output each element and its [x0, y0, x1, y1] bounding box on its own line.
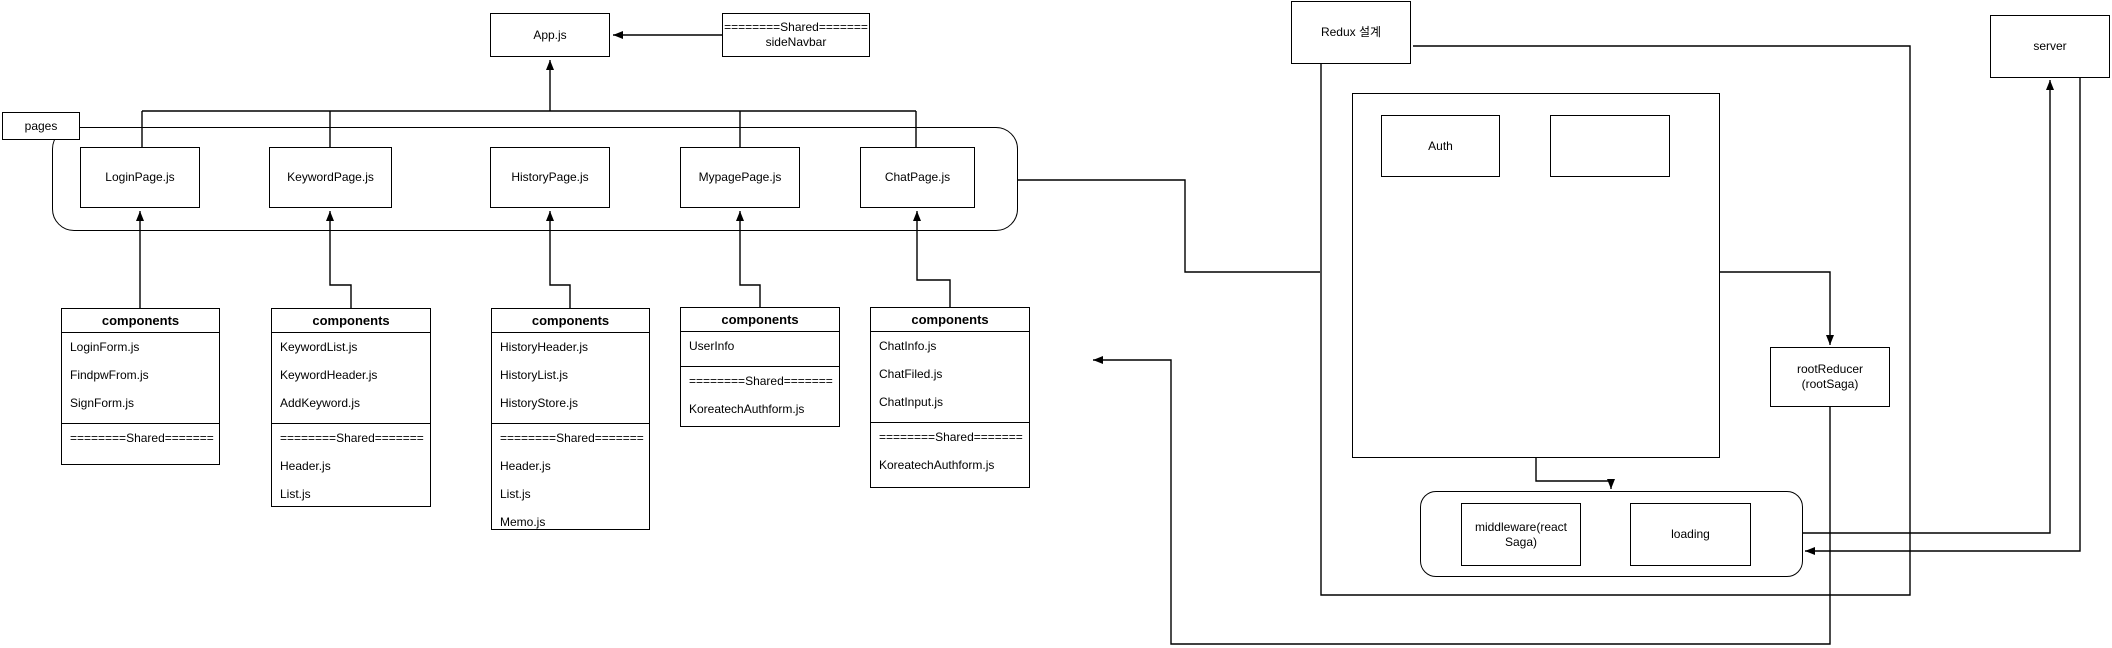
node-label: MypagePage.js: [698, 170, 782, 184]
node-label: Saga): [1504, 534, 1538, 549]
edge-keywordcomponents-keywordpage: [326, 211, 352, 308]
shared-section-label: ========Shared=======: [280, 431, 424, 445]
node-label: rootReducer: [1796, 362, 1864, 376]
component-item: AddKeyword.js: [280, 396, 361, 410]
components-box-title: components: [681, 308, 839, 332]
node-server[interactable]: server: [1990, 15, 2110, 78]
node-label: (rootSaga): [1801, 377, 1859, 391]
node-mypagepage[interactable]: MypagePage.js: [680, 147, 800, 208]
shared-section-label: ========Shared=======: [70, 431, 214, 445]
shared-section-label: ========Shared=======: [879, 430, 1023, 444]
node-rootreducer[interactable]: rootReducer (rootSaga): [1770, 347, 1890, 407]
node-auth[interactable]: Auth: [1381, 115, 1500, 177]
edge-mypagecomponents-mypagepage: [736, 211, 761, 307]
node-empty-reducer[interactable]: [1550, 115, 1670, 177]
edge-pagesgroup-to-redux: [1018, 179, 1320, 273]
node-label: Auth: [1428, 138, 1453, 153]
component-item: FindpwFrom.js: [70, 368, 149, 382]
edge-chatcomponents-chatpage: [913, 211, 951, 307]
component-item: KoreatechAuthform.js: [879, 458, 995, 472]
edge-middlewaregroup-to-server: [1803, 80, 2054, 534]
edge-rootreducer-to-components-area: [1093, 356, 1831, 645]
edge-container-to-rootreducer: [1720, 271, 1834, 345]
edge-redux-loop: [1320, 45, 1911, 596]
edge-server-to-middlewaregroup: [1805, 78, 2081, 555]
component-item: List.js: [500, 487, 531, 501]
shared-divider-line: [62, 423, 219, 424]
node-label: pages: [24, 118, 58, 133]
component-item: HistoryList.js: [500, 368, 569, 382]
node-label: App.js: [533, 27, 567, 42]
shared-section-label: ========Shared=======: [500, 431, 644, 445]
component-item: ChatInfo.js: [879, 339, 937, 353]
node-keywordpage[interactable]: KeywordPage.js: [269, 147, 392, 208]
component-item: KeywordHeader.js: [280, 368, 378, 382]
component-item: Header.js: [280, 459, 331, 473]
node-shared-sidenavbar[interactable]: ========Shared======= sideNavbar: [722, 13, 870, 57]
node-label: HistoryPage.js: [511, 170, 589, 184]
edge-container-to-middleware-group: [1535, 458, 1615, 489]
components-box-title: components: [492, 309, 649, 333]
component-item: SignForm.js: [70, 396, 135, 410]
pages-group-frame[interactable]: [52, 127, 1018, 231]
node-loginpage[interactable]: LoginPage.js: [80, 147, 200, 208]
components-box-login[interactable]: components LoginForm.js FindpwFrom.js Si…: [61, 308, 220, 465]
component-item: KeywordList.js: [280, 340, 358, 354]
component-item: HistoryStore.js: [500, 396, 579, 410]
shared-divider-line: [681, 366, 839, 367]
node-label: loading: [1671, 527, 1710, 541]
component-item: Memo.js: [500, 515, 546, 529]
shared-divider-line: [871, 422, 1029, 423]
components-box-title: components: [272, 309, 430, 333]
component-item: List.js: [280, 487, 311, 501]
components-box-chat[interactable]: components ChatInfo.js ChatFiled.js Chat…: [870, 307, 1030, 488]
node-label: ChatPage.js: [884, 170, 951, 184]
node-label: middleware(react: [1474, 519, 1568, 534]
component-item: ChatInput.js: [879, 395, 944, 409]
components-box-title: components: [62, 309, 219, 333]
components-box-keyword[interactable]: components KeywordList.js KeywordHeader.…: [271, 308, 431, 507]
shared-section-label: ========Shared=======: [689, 374, 833, 388]
node-app-js[interactable]: App.js: [490, 13, 610, 57]
component-item: HistoryHeader.js: [500, 340, 589, 354]
node-historypage[interactable]: HistoryPage.js: [490, 147, 610, 208]
components-box-history[interactable]: components HistoryHeader.js HistoryList.…: [491, 308, 650, 530]
shared-divider-line: [272, 423, 430, 424]
node-label: KeywordPage.js: [287, 170, 374, 184]
node-label: Redux 설계: [1320, 25, 1382, 39]
node-label: server: [2033, 39, 2067, 53]
component-item: LoginForm.js: [70, 340, 140, 354]
node-redux-title[interactable]: Redux 설계: [1291, 1, 1411, 64]
node-middleware[interactable]: middleware(react Saga): [1461, 503, 1581, 566]
node-label: LoginPage.js: [105, 170, 175, 184]
node-pages-label[interactable]: pages: [2, 112, 80, 140]
redux-store-container[interactable]: [1352, 93, 1720, 458]
component-item: UserInfo: [689, 339, 735, 353]
shared-divider-label: ========Shared=======: [724, 20, 868, 34]
node-label: sideNavbar: [765, 35, 827, 49]
components-box-mypage[interactable]: components UserInfo ========Shared======…: [680, 307, 840, 427]
component-item: Header.js: [500, 459, 551, 473]
edge-historycomponents-historypage: [546, 211, 571, 308]
component-item: ChatFiled.js: [879, 367, 943, 381]
node-loading[interactable]: loading: [1630, 503, 1751, 566]
component-item: KoreatechAuthform.js: [689, 402, 805, 416]
node-chatpage[interactable]: ChatPage.js: [860, 147, 975, 208]
shared-divider-line: [492, 423, 649, 424]
components-box-title: components: [871, 308, 1029, 332]
